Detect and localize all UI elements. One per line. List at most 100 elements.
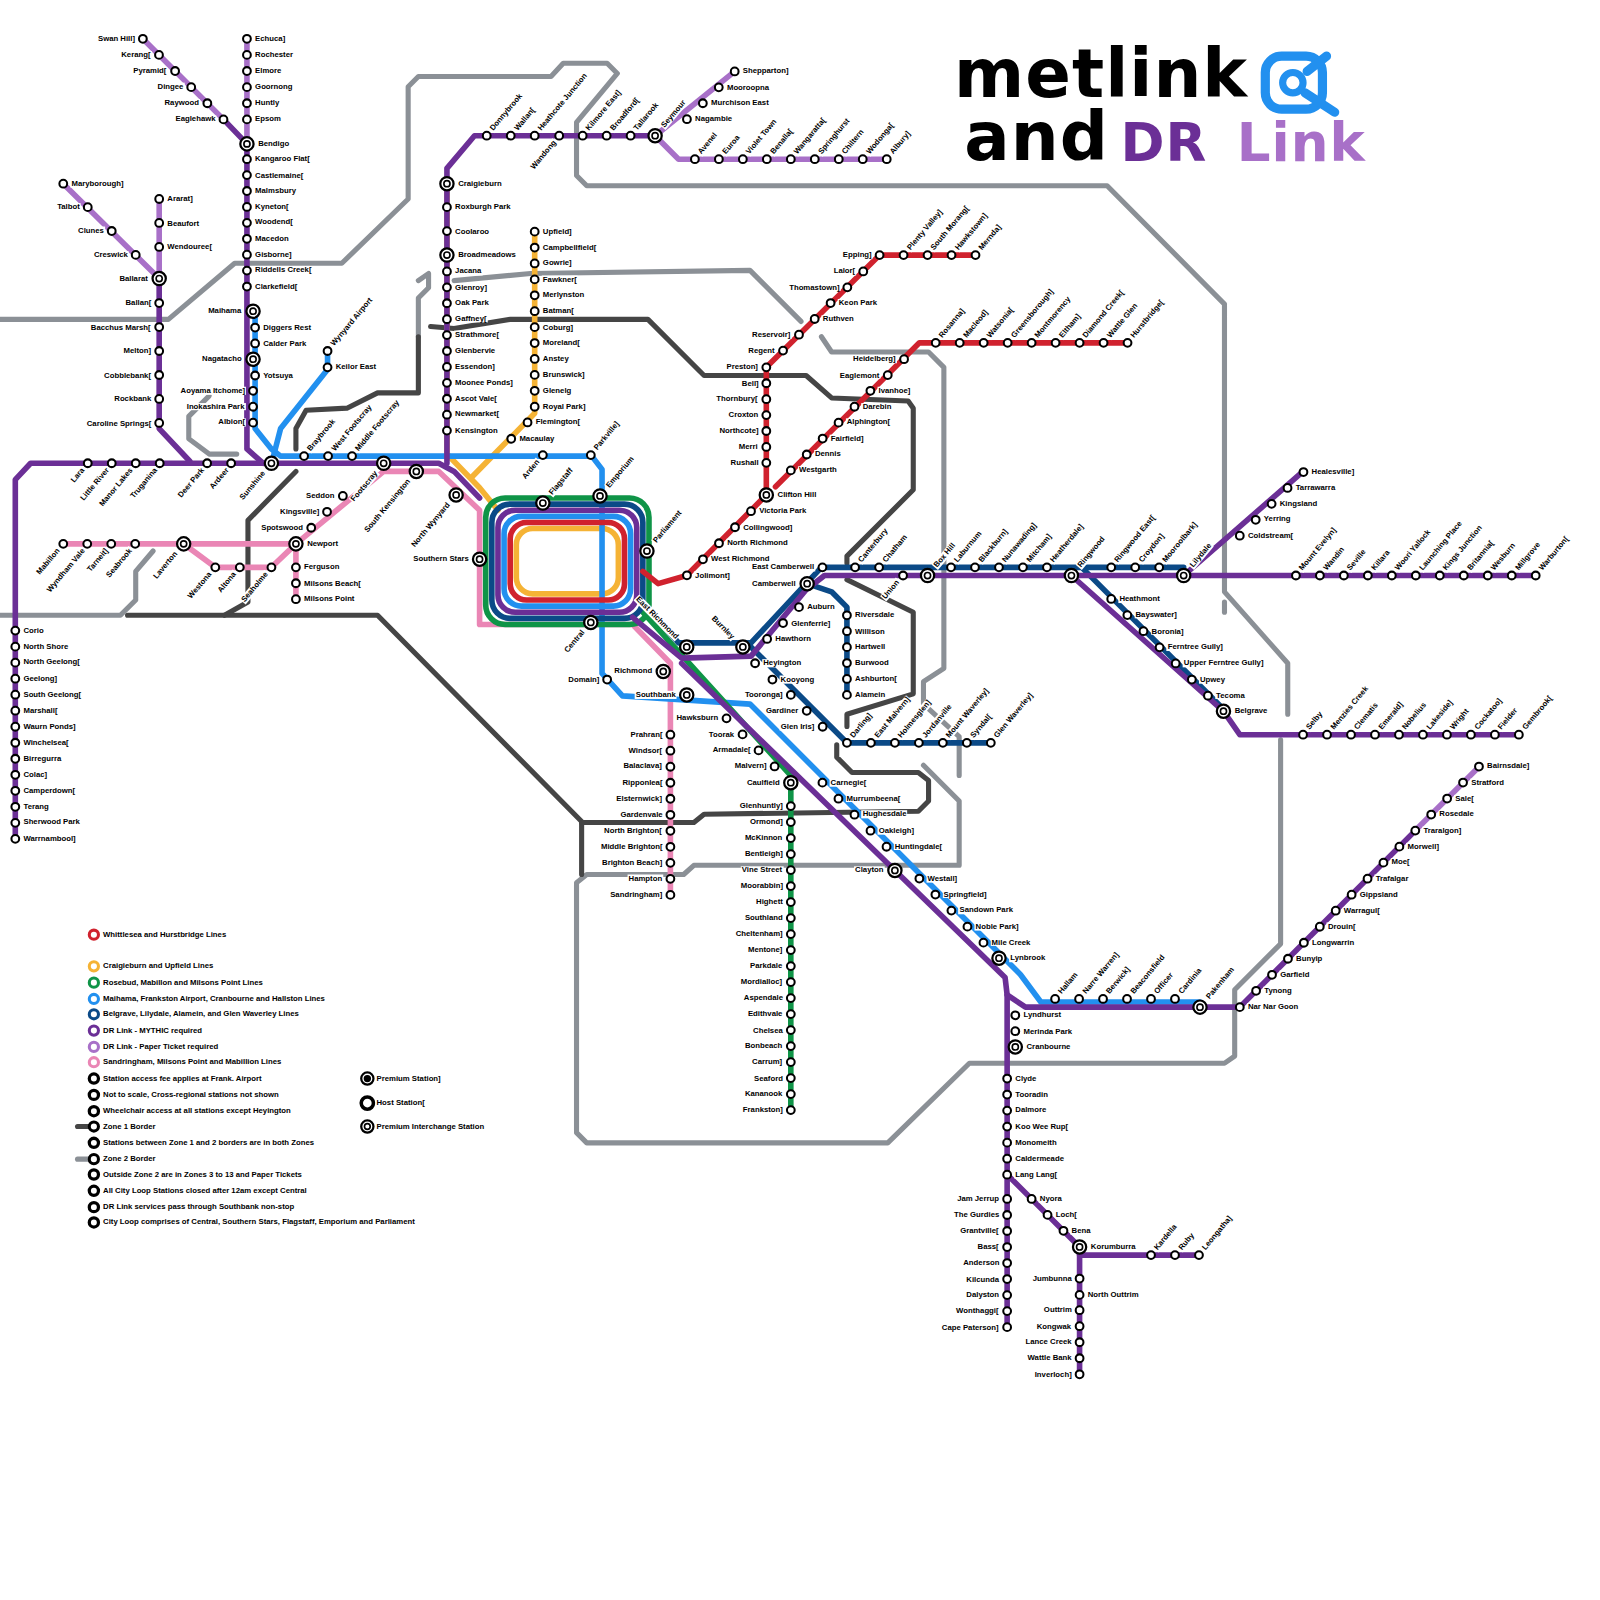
station-dot (1172, 660, 1180, 668)
station-dot (249, 419, 257, 427)
interchange-dot (1073, 1240, 1086, 1253)
station-name: Preston] (726, 363, 759, 371)
station-name: Chelsea (752, 1026, 784, 1034)
station-dot (795, 603, 803, 611)
legend-dot (89, 1170, 98, 1179)
station-name: Alamein (854, 691, 886, 699)
station-dot (762, 395, 770, 403)
station-dot (691, 155, 699, 163)
station-name: Kingsland (1279, 500, 1319, 508)
station-name: Kongwak (1036, 1322, 1072, 1330)
interchange-dot (536, 496, 549, 509)
station-name: Glenferrie] (790, 619, 831, 627)
station-dot (683, 115, 691, 123)
station-name: Glenroy] (454, 283, 488, 291)
station-name: Clyde (1014, 1074, 1037, 1082)
interchange-dot (1065, 569, 1078, 582)
station-name: Korumburra (1090, 1243, 1137, 1251)
legend-text: Belgrave, Lilydale, Alamein, and Glen Wa… (102, 1010, 300, 1018)
station-dot (851, 563, 859, 571)
station-name: Coolaroo (454, 227, 490, 235)
station-dot (963, 739, 971, 747)
station-name: Murrumbeena[ (846, 795, 902, 803)
legend-station-ring (361, 1072, 373, 1084)
station-dot (1340, 572, 1348, 580)
station-name: Craigieburn (457, 180, 503, 188)
station-name: Moreland[ (542, 339, 581, 347)
station-name: Glenhuntly] (739, 802, 784, 810)
station-dot (699, 555, 707, 563)
station-dot (1123, 611, 1131, 619)
station-dot (1268, 971, 1276, 979)
station-dot (292, 595, 300, 603)
station-name: Calder Park (262, 339, 307, 347)
station-dot (795, 331, 803, 339)
station-dot (243, 251, 251, 259)
station-name: Auburn (806, 603, 836, 611)
station-dot (1076, 1322, 1084, 1330)
station-dot (667, 763, 675, 771)
station-name: Glenbervie (454, 347, 496, 355)
legend-dot (89, 1074, 98, 1083)
station-name: Frankston] (742, 1106, 784, 1114)
station-name: Rockbank (113, 395, 152, 403)
interchange-core (1197, 1004, 1203, 1010)
rail-line (582, 745, 929, 823)
station-dot (1171, 1251, 1179, 1259)
station-dot (762, 379, 770, 387)
station-dot (531, 371, 539, 379)
station-dot (531, 228, 539, 236)
station-dot (220, 116, 228, 124)
station-dot (1388, 572, 1396, 580)
station-name: Domain] (567, 676, 600, 684)
heading-word: Link (1237, 116, 1366, 169)
station-name: Traralgon] (1422, 827, 1462, 835)
station-name: Jacana (454, 267, 482, 275)
station-name: Koo Wee Rup[ (1014, 1123, 1069, 1131)
station-dot (1323, 731, 1331, 739)
station-name: Swan Hill] (97, 35, 136, 43)
interchange-dot (921, 569, 934, 582)
station-dot (899, 572, 907, 580)
station-name: Colac] (22, 771, 48, 779)
interchange-dot (265, 457, 278, 470)
station-name: Eaglemont (839, 371, 881, 379)
station-dot (843, 659, 851, 667)
station-name: Seaford (753, 1074, 784, 1082)
station-name: Elsternwick] (615, 795, 663, 803)
station-dot (132, 251, 140, 259)
station-dot (1003, 1275, 1011, 1283)
station-dot (884, 371, 892, 379)
rail-line (128, 615, 582, 874)
station-dot (1332, 907, 1340, 915)
station-dot (155, 51, 163, 59)
station-name: Jam Jerrup (956, 1195, 1000, 1203)
station-name: Ringwood (1076, 534, 1107, 569)
station-dot (443, 347, 451, 355)
legend-text: Premium Interchange Station (376, 1122, 486, 1130)
station-dot (11, 803, 19, 811)
interchange-core (444, 252, 450, 258)
station-name: Oakleigh] (878, 827, 915, 835)
legend-dot (89, 1138, 98, 1147)
zone-2-border (0, 63, 1288, 1143)
station-name: Broadmeadows (457, 251, 517, 259)
station-dot (987, 739, 995, 747)
rail-line (1080, 1252, 1200, 1258)
station-name: Union (880, 578, 901, 601)
legend-dot (89, 1090, 98, 1099)
station-dot (1003, 1139, 1011, 1147)
interchange-core (540, 500, 546, 506)
station-dot (715, 155, 723, 163)
station-name: Bayswater] (1134, 611, 1177, 619)
station-dot (980, 939, 988, 947)
station-dot (787, 1058, 795, 1066)
interchange-dot (784, 776, 797, 789)
station-name: Avenel (696, 131, 719, 157)
interchange-core (181, 541, 187, 547)
station-dot (787, 1074, 795, 1082)
interchange-dot (377, 457, 390, 470)
legend-text: DR Link - Paper Ticket required (102, 1043, 219, 1051)
station-dot (11, 675, 19, 683)
